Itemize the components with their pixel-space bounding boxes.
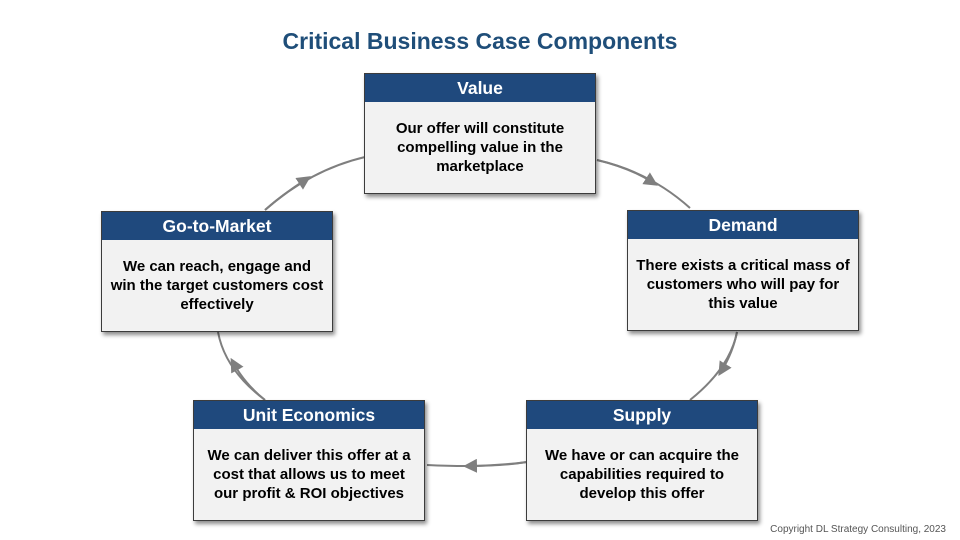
arrow-go-to-market-to-value-head: [264, 176, 311, 211]
arrow-demand-to-supply-head: [718, 331, 738, 376]
component-description: There exists a critical mass of customer…: [636, 257, 850, 312]
component-description: Our offer will constitute compelling val…: [395, 120, 565, 175]
component-card-value: Value Our offer will constitute compelli…: [364, 73, 596, 194]
component-heading: Value: [365, 74, 595, 102]
component-card-go-to-market: Go-to-Market We can reach, engage and wi…: [101, 211, 333, 332]
arrow-unit-economics-to-go-to-market-head: [230, 357, 266, 401]
page-title: Critical Business Case Components: [282, 28, 678, 54]
arrow-demand-to-supply: [689, 331, 738, 401]
component-heading: Unit Economics: [194, 401, 424, 429]
component-heading: Go-to-Market: [102, 212, 332, 240]
copyright-notice: Copyright DL Strategy Consulting, 2023: [770, 524, 946, 535]
component-heading: Demand: [628, 211, 858, 239]
arrow-value-to-demand-head: [596, 159, 658, 186]
arrow-go-to-market-to-value: [264, 156, 366, 211]
arrow-unit-economics-to-go-to-market: [217, 331, 266, 401]
arrow-supply-to-unit-economics-head: [463, 458, 528, 473]
component-card-supply: Supply We have or can acquire the capabi…: [526, 400, 758, 521]
component-description: We can deliver this offer at a cost that…: [207, 447, 411, 502]
arrow-value-to-demand: [596, 159, 691, 209]
component-heading: Supply: [527, 401, 757, 429]
component-card-demand: Demand There exists a critical mass of c…: [627, 210, 859, 331]
component-description: We have or can acquire the capabilities …: [545, 447, 739, 502]
component-card-unit-economics: Unit Economics We can deliver this offer…: [193, 400, 425, 521]
component-description: We can reach, engage and win the target …: [110, 258, 324, 313]
